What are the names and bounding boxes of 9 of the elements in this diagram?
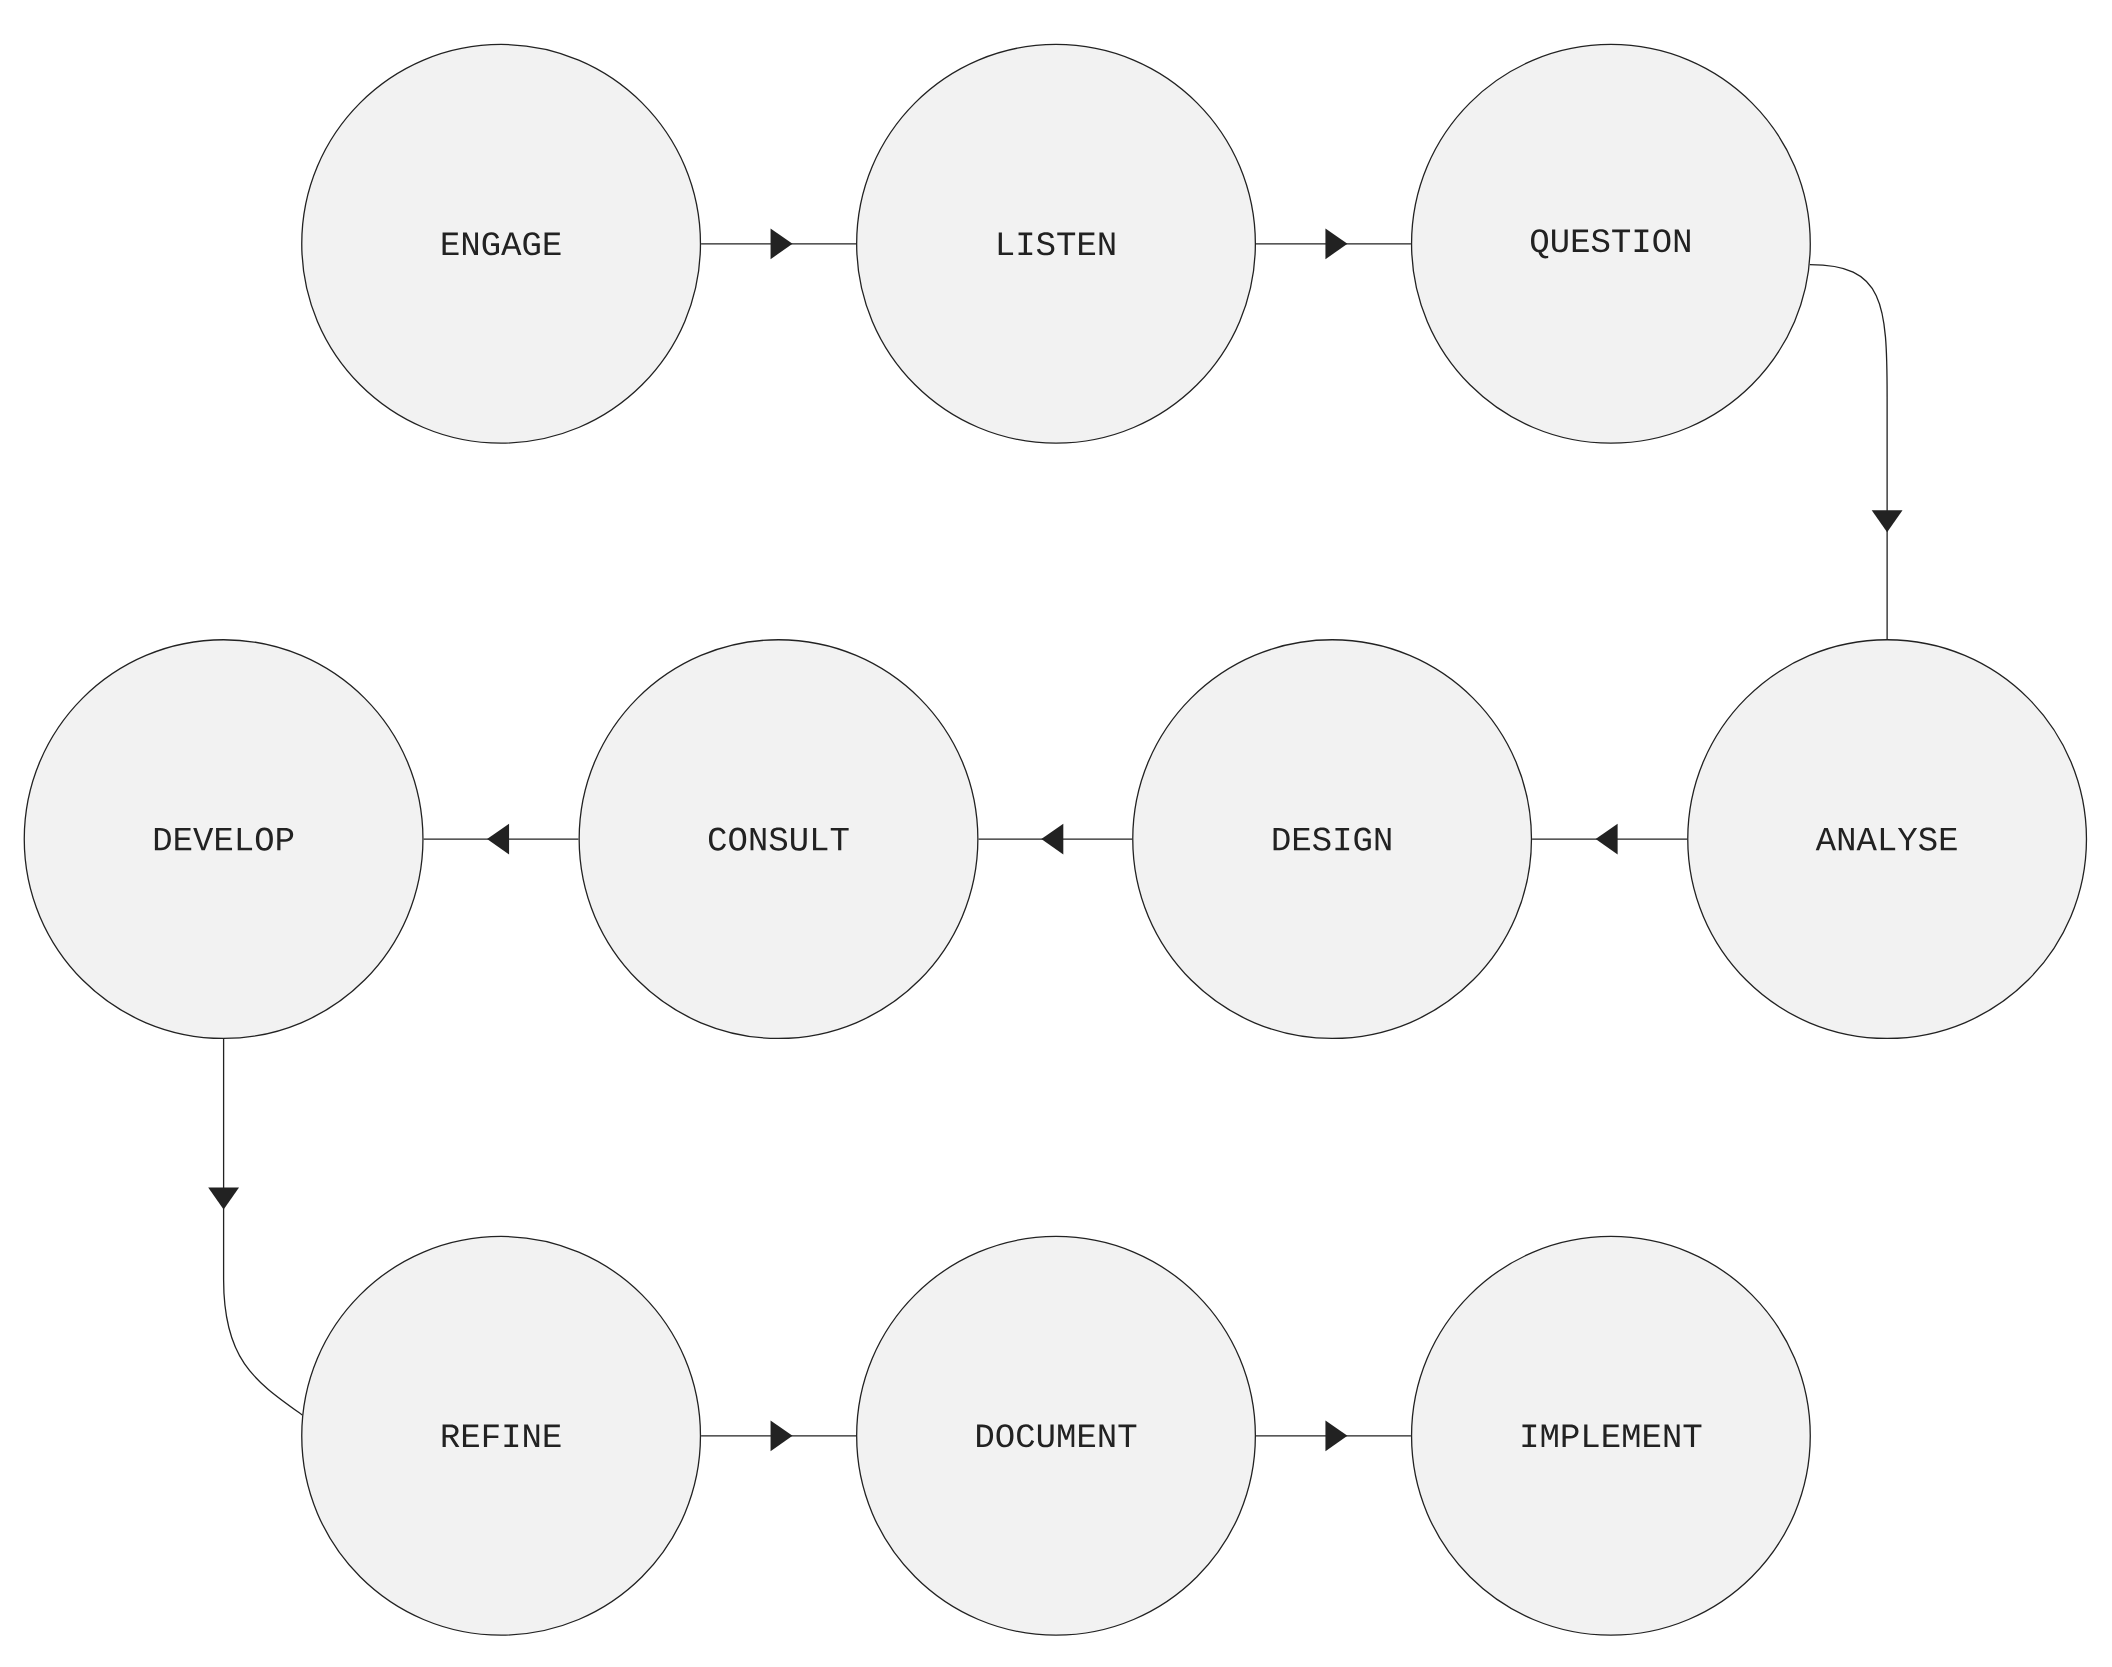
arrow — [1531, 823, 1688, 855]
arrow — [422, 823, 580, 855]
arrow — [700, 228, 857, 260]
arrow — [1809, 264, 1903, 640]
arrow — [977, 823, 1133, 855]
arrow — [208, 1038, 303, 1416]
arrow — [700, 1420, 857, 1452]
arrow — [1255, 1420, 1412, 1452]
arrow — [1255, 228, 1412, 260]
